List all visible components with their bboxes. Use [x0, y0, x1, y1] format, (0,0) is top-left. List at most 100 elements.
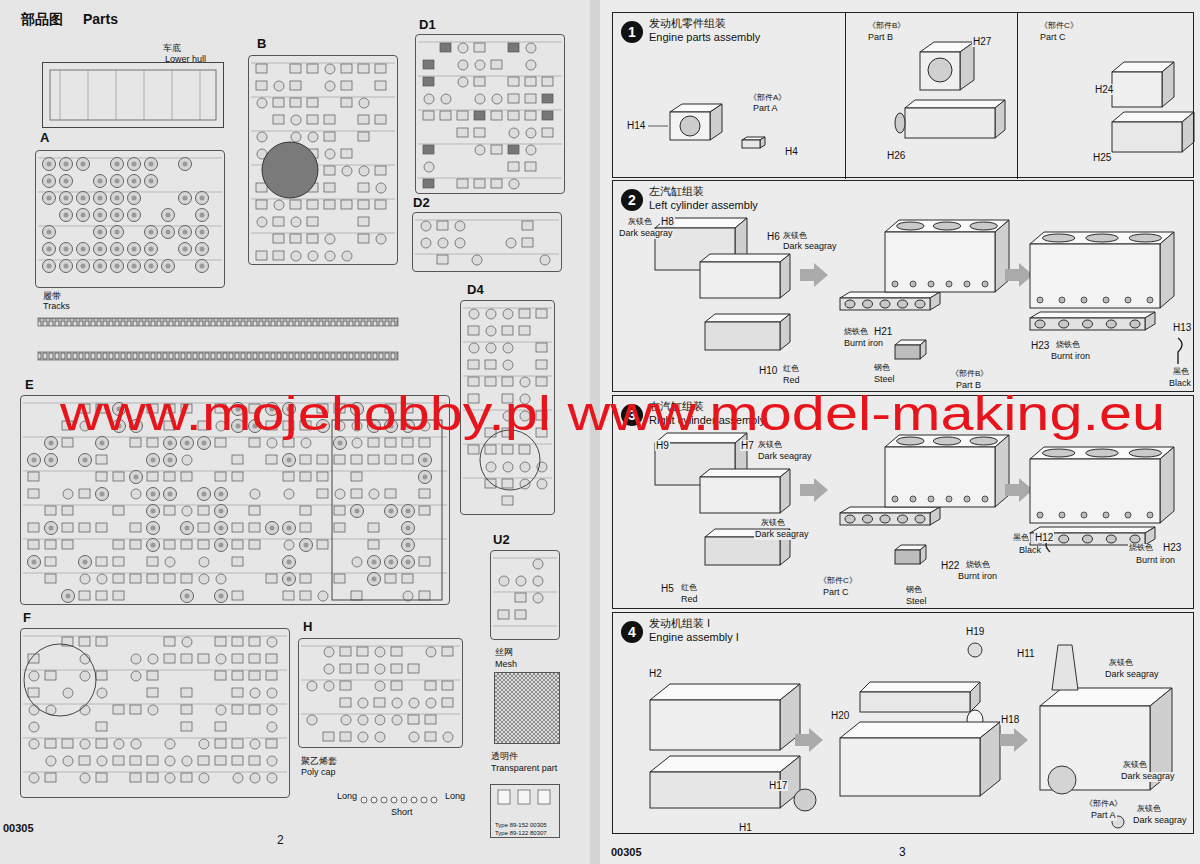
node-label: 透明件 [491, 751, 518, 761]
part-label: 灰镁色 [627, 218, 653, 227]
part-side [780, 254, 790, 298]
mesh-sheet [494, 672, 560, 744]
small-part [458, 77, 468, 87]
step-heading: 发动机组装 I [649, 617, 710, 630]
small-part [232, 739, 243, 748]
bolt [964, 281, 970, 287]
small-part [540, 255, 550, 265]
small-part [515, 593, 526, 602]
small-part [290, 81, 301, 90]
step-arrow [795, 728, 823, 752]
small-part [283, 591, 294, 600]
small-part [113, 506, 124, 515]
wheel-hub [423, 458, 428, 463]
small-part [542, 111, 553, 120]
wheel-hub [47, 196, 52, 201]
small-part [300, 591, 311, 600]
part-side [995, 435, 1009, 507]
small-part [62, 540, 73, 549]
callout-number: H21 [873, 326, 893, 337]
small-part [96, 455, 107, 464]
small-part [307, 681, 317, 691]
part-front [840, 738, 980, 796]
part-label: Dark seagray [1120, 772, 1176, 782]
small-part [257, 217, 267, 227]
wheel-part [179, 243, 192, 256]
bolt [982, 281, 988, 287]
small-part [63, 756, 73, 766]
small-part [317, 472, 328, 481]
small-part [273, 234, 284, 243]
wheel-part [196, 260, 209, 273]
part-label: 红色 [782, 365, 800, 374]
small-part [409, 732, 419, 742]
small-part [215, 472, 226, 481]
tower-part [1052, 645, 1078, 690]
wheel-hub [115, 264, 120, 269]
wheel-part [60, 260, 73, 273]
bolt [1059, 512, 1065, 518]
small-part [385, 455, 396, 464]
part-detail [880, 515, 890, 523]
wheel-part [215, 505, 228, 518]
small-part [266, 574, 277, 583]
small-part [468, 377, 479, 386]
wheel-hub [98, 264, 103, 269]
small-part [164, 637, 175, 646]
runner [301, 714, 460, 715]
small-part [307, 715, 317, 725]
small-part [45, 540, 56, 549]
runner [418, 42, 562, 43]
runner [418, 76, 562, 77]
wheel-part [368, 556, 381, 569]
wheel-part [402, 556, 415, 569]
small-part [340, 698, 351, 707]
small-part [148, 705, 158, 715]
wheel-hub [83, 458, 88, 463]
small-part [232, 472, 243, 481]
small-part [79, 637, 90, 646]
clear-part [538, 790, 550, 804]
small-part [368, 540, 379, 549]
step-number: 4 [621, 621, 643, 643]
wheel-part [77, 158, 90, 171]
small-part [426, 698, 436, 708]
small-part [199, 739, 209, 749]
small-part [455, 238, 465, 248]
wheel-hub [166, 230, 171, 235]
callout-number: H12 [1034, 532, 1054, 543]
part-label: Black [1018, 546, 1042, 556]
wheel-hub [219, 543, 224, 548]
small-part [502, 377, 513, 386]
small-part [525, 111, 536, 120]
callout-number: H11 [1016, 648, 1036, 659]
small-part [147, 773, 158, 782]
node-label: H [303, 620, 312, 635]
wheel-part [77, 192, 90, 205]
part-detail [968, 643, 982, 657]
small-part [419, 506, 430, 515]
part-label: Parts [82, 12, 119, 27]
part-front [885, 447, 995, 507]
bolt [1125, 297, 1131, 303]
small-part [257, 132, 267, 142]
runner [23, 539, 447, 540]
wheel-part [283, 522, 296, 535]
small-part [358, 715, 368, 725]
small-part [232, 756, 243, 765]
small-part [267, 722, 277, 732]
wheel-part [62, 590, 75, 603]
small-part [468, 360, 479, 369]
part-top [840, 722, 1000, 738]
step-number-text: 2 [621, 189, 643, 211]
part-detail [845, 515, 855, 523]
part-side [780, 469, 790, 513]
part-front [705, 537, 780, 565]
small-part [499, 576, 509, 586]
wheel-hub [304, 543, 309, 548]
small-part [537, 479, 547, 489]
part-label: Short [390, 808, 414, 818]
small-part [63, 489, 73, 499]
callout-number: H1 [738, 822, 753, 833]
small-part [385, 574, 396, 583]
